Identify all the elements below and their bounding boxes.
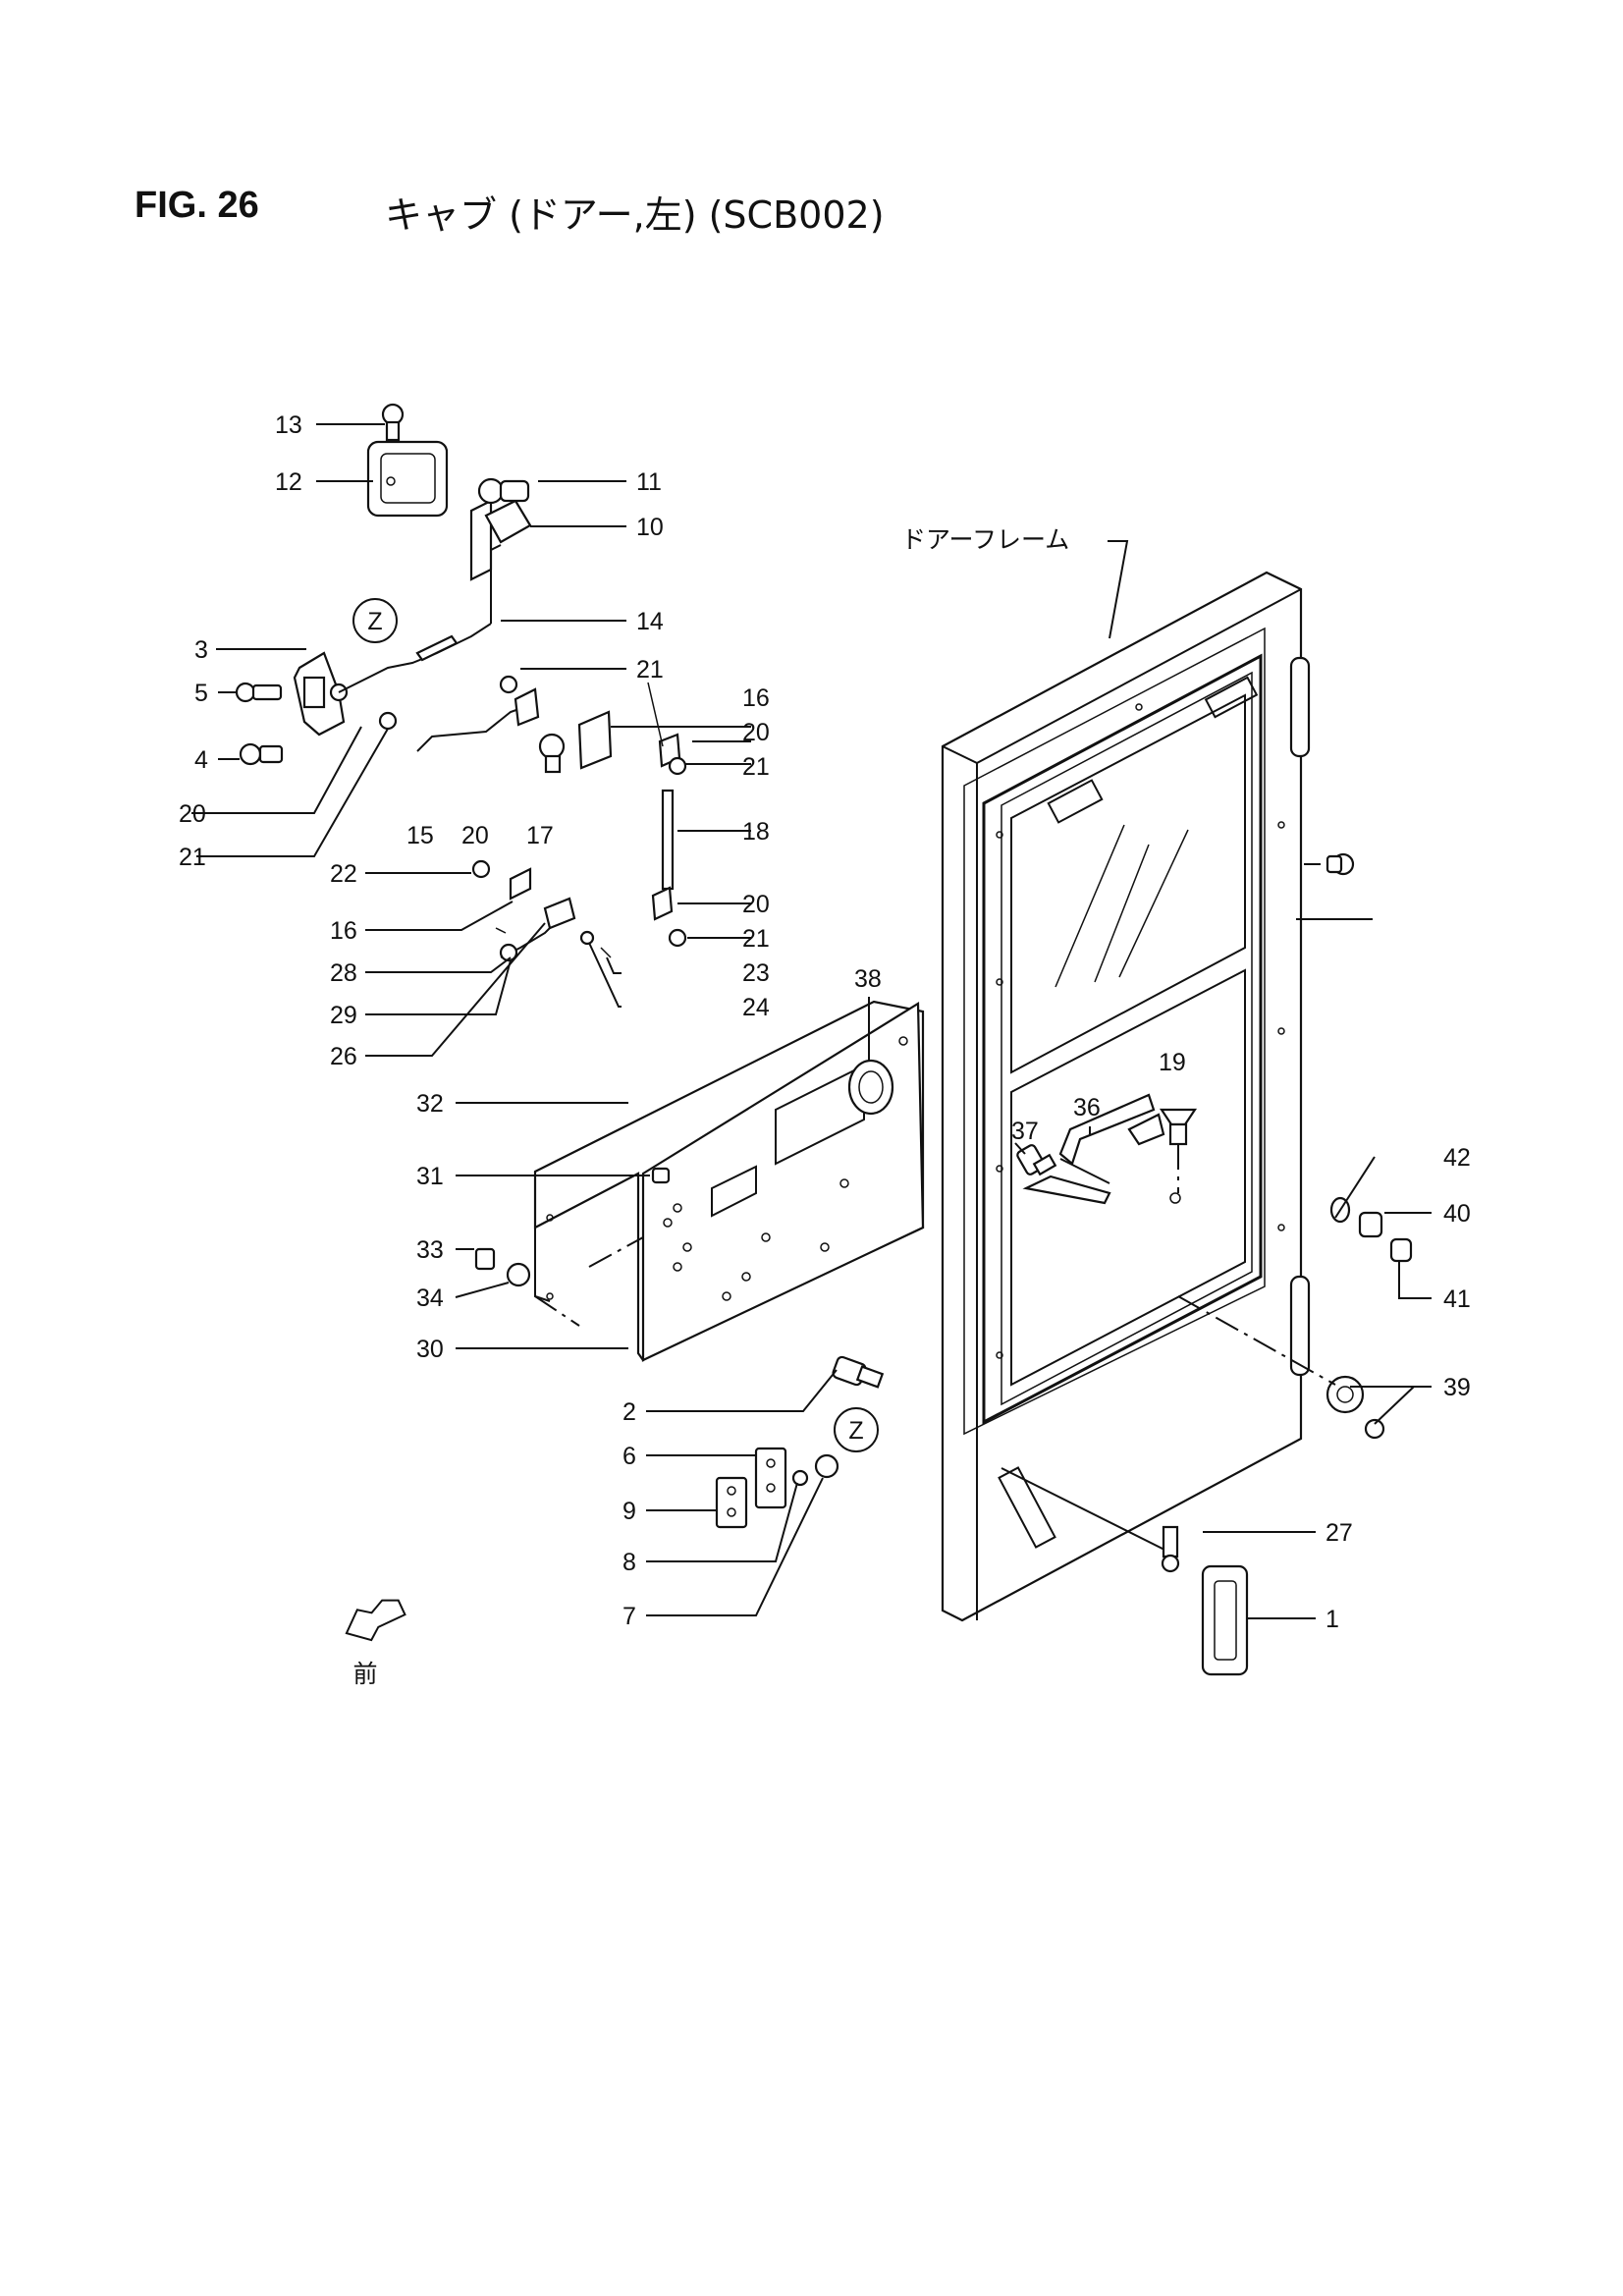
pins-20-21 xyxy=(378,675,687,948)
panel-bolt-30 xyxy=(651,1167,671,1184)
figure-header: FIG. 26 キャブ (ドアー,左) (SCB002) xyxy=(0,0,1623,295)
zoom-marker-bottom: Z xyxy=(834,1407,879,1452)
callout-11: 11 xyxy=(636,468,662,496)
callout-32: 33 xyxy=(416,1236,444,1264)
callout-13: 13 xyxy=(275,411,302,439)
callout-28: 27 xyxy=(1325,1519,1353,1547)
screw-13 xyxy=(381,403,405,442)
callout-17: 17 xyxy=(526,822,554,849)
front-arrow-icon xyxy=(345,1599,406,1642)
door-frame xyxy=(941,571,1311,1622)
callout-3: 3 xyxy=(194,636,208,664)
callout-14: 14 xyxy=(636,608,664,635)
callout-36: 38 xyxy=(854,965,882,993)
callout-37: 39 xyxy=(1443,1374,1471,1401)
plates-6-9 xyxy=(715,1447,839,1529)
callout-35: 37 xyxy=(1011,1118,1039,1145)
striker-2 xyxy=(832,1355,885,1389)
latch-rod-14 xyxy=(338,544,502,693)
callout-7: 7 xyxy=(622,1603,636,1630)
callout-5: 5 xyxy=(194,680,208,707)
bolt-11 xyxy=(477,477,530,505)
callout-20a: 20 xyxy=(179,800,206,828)
callout-40: 42 xyxy=(1443,1144,1471,1172)
svg-text:Z: Z xyxy=(848,1417,863,1445)
callout-4: 4 xyxy=(194,746,208,774)
callout-15: 15 xyxy=(406,822,434,849)
callout-labels: 13 12 11 10 14 3 5 4 20 21 21 16 20 21 1… xyxy=(179,411,1471,1633)
callout-25: 26 xyxy=(330,1043,357,1070)
rod-18 xyxy=(647,682,675,891)
zoom-marker-top: Z xyxy=(352,598,398,643)
frame-leader xyxy=(1108,540,1129,639)
rod-28-handle-1 xyxy=(1001,1467,1249,1676)
callout-21b: 21 xyxy=(636,656,664,683)
callout-16b: 16 xyxy=(330,917,357,945)
callout-9: 9 xyxy=(622,1498,636,1525)
hinge-bracket-10 xyxy=(469,499,532,581)
callout-20b: 20 xyxy=(742,719,770,746)
callout-20c: 20 xyxy=(461,822,489,849)
front-label: 前 xyxy=(352,1661,377,1688)
callout-2: 2 xyxy=(622,1398,636,1426)
rod-15 xyxy=(416,704,531,752)
callout-23: 23 xyxy=(742,959,770,987)
parts-38-40 xyxy=(1329,1196,1413,1263)
callout-12: 12 xyxy=(275,468,302,496)
callout-16a: 16 xyxy=(742,684,770,712)
callout-19: 19 xyxy=(1159,1049,1186,1076)
frame-label: ドアーフレーム xyxy=(901,526,1069,554)
callout-31: 32 xyxy=(416,1090,444,1118)
callout-34: 36 xyxy=(1073,1094,1101,1121)
leader-lines xyxy=(191,423,1432,1619)
callout-8: 8 xyxy=(622,1549,636,1576)
clip xyxy=(1159,1108,1198,1204)
callout-38: 40 xyxy=(1443,1200,1471,1228)
callout-18: 18 xyxy=(742,818,770,846)
door-handle xyxy=(1022,1093,1165,1205)
callout-6: 6 xyxy=(622,1443,636,1470)
inner-panel xyxy=(533,1000,925,1362)
callout-20d: 20 xyxy=(742,891,770,918)
figure-number: FIG. 26 xyxy=(135,185,259,226)
callout-24: 24 xyxy=(742,994,770,1021)
callout-27: 29 xyxy=(330,1002,357,1029)
brackets-16-17 xyxy=(514,687,681,774)
callout-26: 28 xyxy=(330,959,357,987)
screw-4 xyxy=(239,742,284,766)
callout-29: 30 xyxy=(416,1336,444,1363)
callout-22: 22 xyxy=(330,860,357,888)
callout-33: 34 xyxy=(416,1285,444,1312)
svg-text:Z: Z xyxy=(367,608,382,635)
lock-assembly xyxy=(293,651,349,737)
figure-title: キャブ (ドアー,左) (SCB002) xyxy=(385,193,885,237)
link-23-27 xyxy=(471,859,612,962)
bolts-32-33 xyxy=(474,1247,531,1287)
callout-1: 1 xyxy=(1325,1606,1339,1633)
screw-5 xyxy=(235,682,283,703)
bolt-42 xyxy=(1325,852,1355,876)
callout-39: 41 xyxy=(1443,1285,1471,1313)
callout-21a: 21 xyxy=(179,844,206,871)
callout-30: 31 xyxy=(416,1163,444,1190)
mirror-12 xyxy=(366,440,449,518)
callout-10: 10 xyxy=(636,514,664,541)
callout-21c: 21 xyxy=(742,753,770,781)
callout-21d: 21 xyxy=(742,925,770,953)
